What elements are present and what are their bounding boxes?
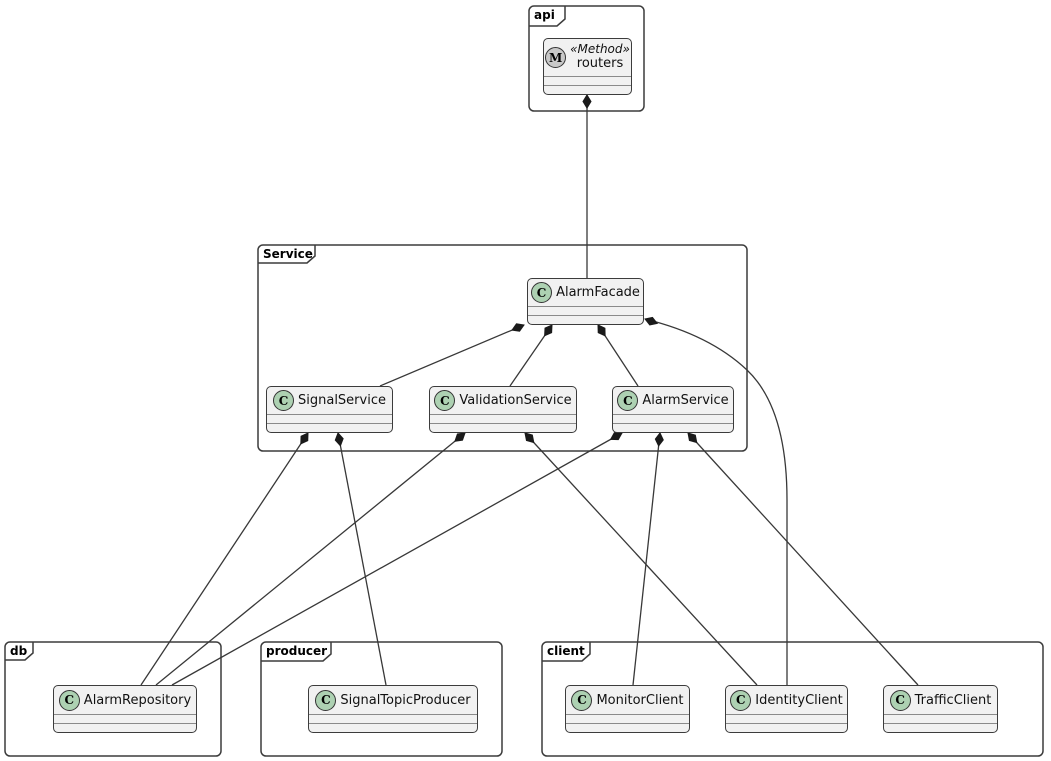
stereotype-label: «Method» xyxy=(570,42,630,57)
class-spot-icon: C xyxy=(730,689,752,711)
fields-compartment xyxy=(430,414,576,423)
methods-compartment xyxy=(884,723,997,732)
composition-diamond xyxy=(334,432,344,447)
class-spot-icon: C xyxy=(434,390,456,411)
class-alarmservice: C AlarmService xyxy=(612,386,734,433)
class-signalservice: C SignalService xyxy=(266,386,393,433)
class-spot-icon: C xyxy=(315,689,337,711)
edge-validationservice-identityclient xyxy=(524,432,758,686)
package-db-tab xyxy=(5,642,34,661)
composition-diamond xyxy=(511,323,525,332)
class-name: SignalTopicProducer xyxy=(340,692,471,708)
fields-compartment xyxy=(726,714,847,723)
class-name: SignalService xyxy=(298,393,386,408)
edge-alarmfacade-identityclient xyxy=(644,318,788,685)
methods-compartment xyxy=(267,423,392,432)
fields-compartment xyxy=(884,714,997,723)
fields-compartment xyxy=(54,714,196,723)
class-spot-icon: C xyxy=(531,282,553,303)
class-name: ValidationService xyxy=(459,393,572,408)
class-spot-icon: C xyxy=(273,390,294,411)
composition-diamond xyxy=(597,324,606,337)
composition-diamond xyxy=(644,316,659,326)
methods-compartment xyxy=(528,315,643,324)
package-producer-tab xyxy=(261,642,332,662)
fields-compartment xyxy=(613,414,733,423)
package-client-label: client xyxy=(547,644,585,658)
class-signaltopicproducer: C SignalTopicProducer xyxy=(308,685,478,733)
class-name: TrafficClient xyxy=(914,692,992,708)
package-api-tab xyxy=(529,6,566,27)
edge-signalservice-signaltopicproducer xyxy=(337,432,387,686)
class-name: routers xyxy=(576,55,624,71)
class-spot-icon: C xyxy=(617,390,639,411)
composition-diamond xyxy=(654,432,664,447)
edge-alarmfacade-signalservice xyxy=(379,324,525,387)
class-monitorclient: C MonitorClient xyxy=(565,685,690,733)
composition-diamond xyxy=(454,432,466,442)
composition-diamond xyxy=(582,94,592,109)
edge-validationservice-alarmrepository xyxy=(155,432,466,686)
package-service-tab xyxy=(258,245,316,264)
class-name: MonitorClient xyxy=(596,692,684,708)
methods-compartment xyxy=(613,423,733,432)
edge-alarmservice-trafficclient xyxy=(687,432,919,686)
class-spot-icon: C xyxy=(571,689,593,711)
class-name: IdentityClient xyxy=(755,692,843,708)
fields-compartment xyxy=(528,306,643,315)
class-alarmrepository: C AlarmRepository xyxy=(53,685,197,733)
methods-compartment xyxy=(544,85,631,94)
methods-compartment xyxy=(430,423,576,432)
composition-diamond xyxy=(687,432,698,444)
class-identityclient: C IdentityClient xyxy=(725,685,848,733)
class-alarmfacade: C AlarmFacade xyxy=(527,278,644,325)
class-name: AlarmService xyxy=(642,393,729,408)
edge-signalservice-alarmrepository xyxy=(140,432,309,686)
fields-compartment xyxy=(566,714,689,723)
class-spot-icon: C xyxy=(889,689,911,711)
fields-compartment xyxy=(267,414,392,423)
class-routers: M «Method» routers xyxy=(543,38,632,95)
fields-compartment xyxy=(544,76,631,85)
package-client-tab xyxy=(542,642,591,662)
composition-diamond xyxy=(524,432,535,444)
package-service-label: Service xyxy=(263,247,313,261)
class-trafficclient: C TrafficClient xyxy=(883,685,998,733)
methods-compartment xyxy=(309,723,477,732)
class-name: AlarmFacade xyxy=(556,285,640,300)
method-spot-icon: M xyxy=(545,47,567,68)
package-api-label: api xyxy=(534,8,555,22)
methods-compartment xyxy=(54,723,196,732)
package-producer-label: producer xyxy=(266,644,328,658)
fields-compartment xyxy=(309,714,477,723)
edge-alarmservice-monitorclient xyxy=(632,432,661,686)
methods-compartment xyxy=(566,723,689,732)
class-validationservice: C ValidationService xyxy=(429,386,577,433)
class-name: AlarmRepository xyxy=(83,692,192,708)
edge-alarmservice-alarmrepository xyxy=(171,432,623,686)
package-db-label: db xyxy=(10,644,28,658)
methods-compartment xyxy=(726,723,847,732)
composition-diamond xyxy=(300,432,309,445)
composition-diamond xyxy=(544,324,553,337)
class-spot-icon: C xyxy=(58,689,80,711)
